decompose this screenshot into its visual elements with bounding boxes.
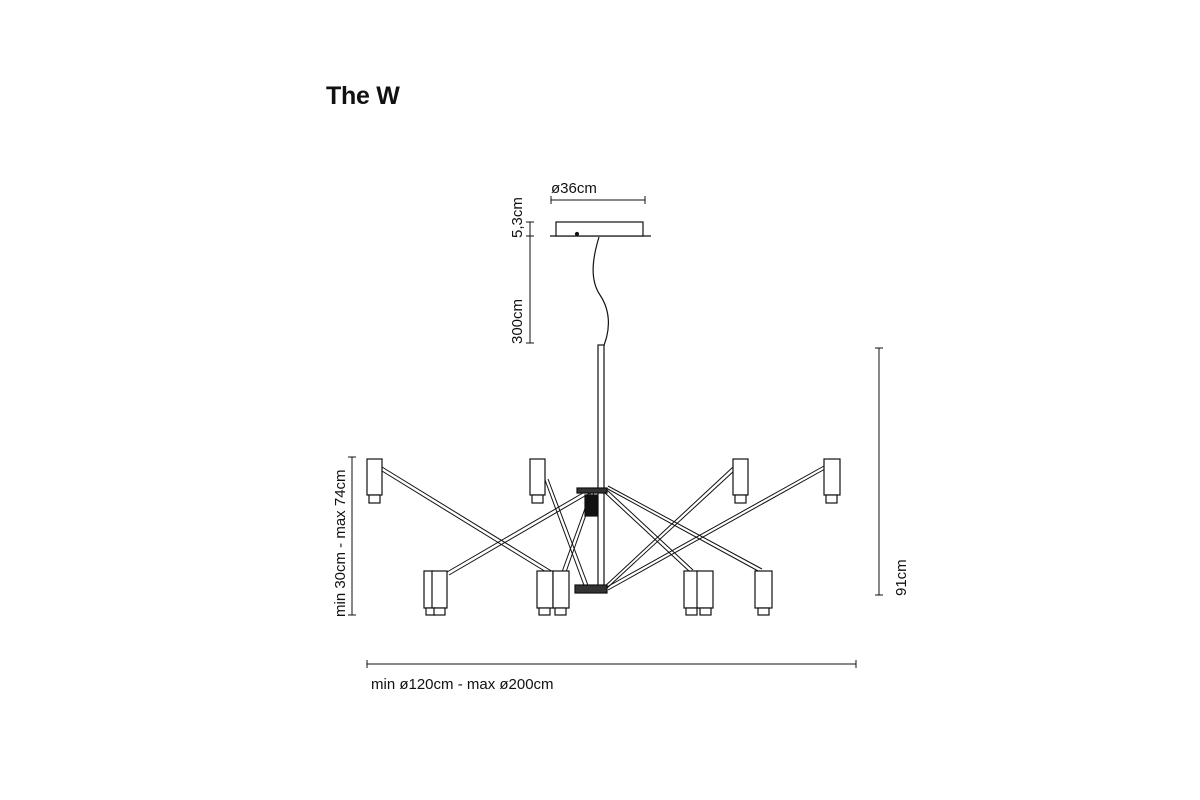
- bottom-lamps: [423, 570, 773, 616]
- canopy: [555, 221, 644, 237]
- canopy-diameter-label: ø36cm: [551, 180, 597, 197]
- arm-height-label: min 30cm - max 74cm: [332, 469, 349, 617]
- diameter-label: min ø120cm - max ø200cm: [371, 676, 554, 693]
- dimension-lines: [348, 196, 883, 668]
- bottom-hub: [574, 584, 608, 594]
- arms: [381, 465, 826, 591]
- top-hub: [576, 487, 608, 494]
- cable-length-label: 300cm: [509, 299, 526, 344]
- product-title: The W: [326, 82, 400, 110]
- lamp-drawing: [366, 221, 841, 616]
- total-height-label: 91cm: [893, 559, 910, 596]
- stem: [597, 344, 605, 589]
- driver: [584, 494, 598, 517]
- canopy-height-label: 5,3cm: [509, 197, 526, 238]
- top-lamps: [366, 458, 841, 504]
